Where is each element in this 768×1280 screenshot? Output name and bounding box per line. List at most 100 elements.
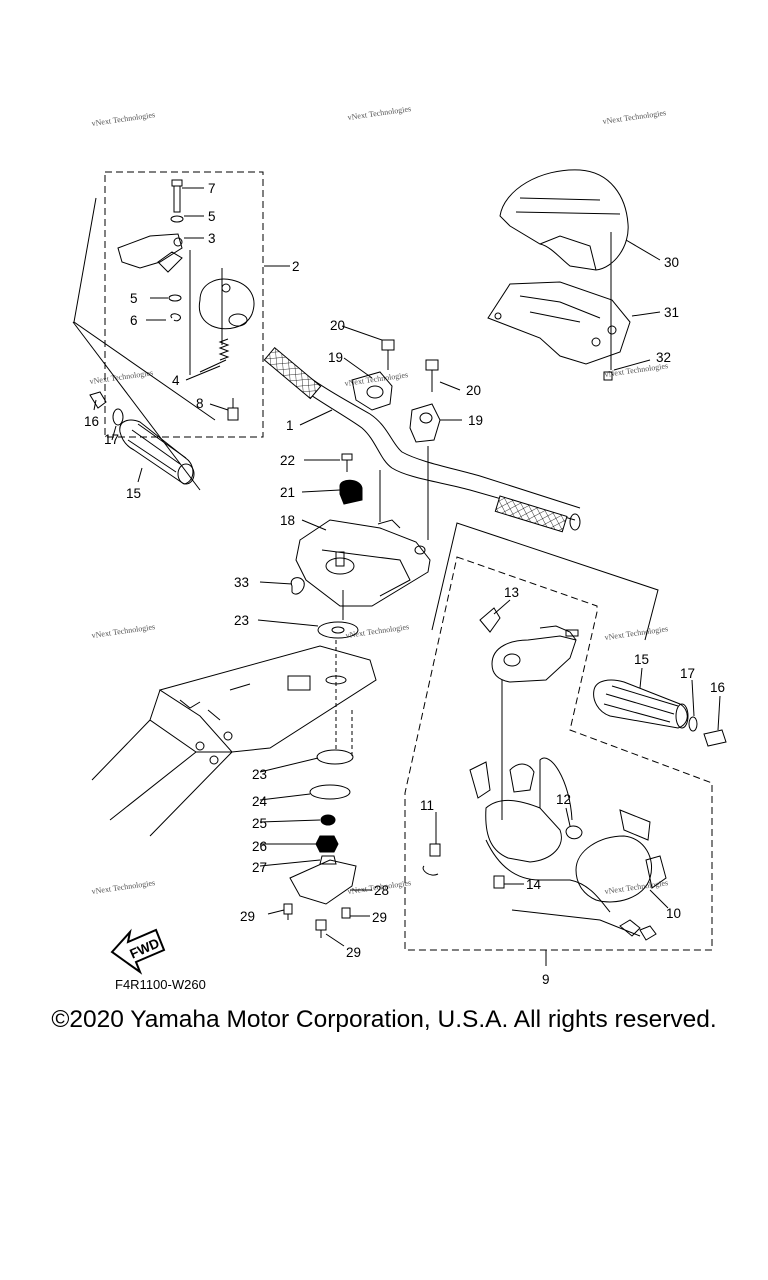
washer-25 — [320, 814, 336, 826]
throttle-lever — [117, 233, 183, 273]
end-cap-16-right — [703, 729, 727, 747]
watermark: vNext Technologies — [347, 104, 412, 122]
callout-19: 19 — [468, 413, 483, 428]
screw-29-left — [283, 903, 293, 920]
callout-12: 12 — [556, 792, 571, 807]
watermark: vNext Technologies — [604, 624, 669, 642]
spring-4-lines — [189, 250, 227, 375]
nut-27 — [319, 855, 337, 865]
callout-3: 3 — [208, 231, 216, 246]
callout-25: 25 — [252, 816, 267, 831]
watermark: vNext Technologies — [602, 108, 667, 126]
spring-4 — [218, 338, 230, 361]
holder-19-right — [409, 403, 441, 443]
panel-31 — [487, 281, 631, 365]
callout-32: 32 — [656, 350, 671, 365]
callout-30: 30 — [664, 255, 679, 270]
washer-23-upper — [317, 621, 359, 639]
screw-11 — [422, 843, 441, 876]
callout-20: 20 — [330, 318, 345, 333]
bolt-20-right — [425, 359, 439, 392]
watermark: vNext Technologies — [91, 110, 156, 128]
washer-5-upper — [170, 215, 184, 223]
callout-23: 23 — [234, 613, 249, 628]
callout-23: 23 — [252, 767, 267, 782]
nut-26 — [315, 835, 339, 853]
callout-13: 13 — [504, 585, 519, 600]
tie-33 — [290, 577, 305, 595]
leader-lines — [93, 187, 721, 966]
watermark: vNext Technologies — [604, 878, 669, 896]
screw-8 — [227, 398, 239, 421]
washer-23-lower — [316, 749, 354, 765]
bolt-7 — [171, 179, 183, 213]
callout-11: 11 — [420, 798, 434, 813]
switch-13 — [479, 607, 501, 633]
callout-16: 16 — [84, 414, 99, 429]
screw-32 — [603, 371, 613, 381]
callout-22: 22 — [280, 453, 295, 468]
column-bracket-18 — [295, 446, 431, 607]
callout-33: 33 — [234, 575, 249, 590]
callout-27: 27 — [252, 860, 267, 875]
washer-17-left — [112, 408, 124, 426]
callout-29: 29 — [372, 910, 387, 925]
callout-16: 16 — [710, 680, 725, 695]
watermark-layer: vNext Technologies vNext Technologies vN… — [89, 104, 669, 896]
callout-15: 15 — [126, 486, 141, 501]
callout-17: 17 — [104, 432, 119, 447]
callout-21: 21 — [280, 485, 295, 500]
callout-5: 5 — [208, 209, 216, 224]
relay-10 — [575, 809, 667, 903]
callout-5: 5 — [130, 291, 138, 306]
cover-30 — [499, 169, 629, 271]
callout-9: 9 — [542, 972, 550, 987]
callout-19: 19 — [328, 350, 343, 365]
holder-19-left — [351, 371, 393, 411]
screw-14 — [493, 875, 505, 889]
callout-26: 26 — [252, 839, 267, 854]
assembly-2-box — [104, 171, 264, 438]
callout-29: 29 — [240, 909, 255, 924]
bolt-22 — [341, 453, 353, 472]
throttle-housing — [198, 278, 255, 330]
hull-section — [91, 640, 377, 837]
clip-6 — [170, 313, 181, 322]
callout-8: 8 — [196, 396, 204, 411]
callout-labels: 7 5 3 2 5 6 4 8 1 16 17 15 20 19 20 19 2… — [84, 181, 725, 987]
parts-diagram: vNext Technologies vNext Technologies vN… — [72, 104, 727, 987]
callout-15: 15 — [634, 652, 649, 667]
watermark: vNext Technologies — [91, 878, 156, 896]
callout-28: 28 — [374, 883, 389, 898]
bolt-20-left — [381, 339, 395, 370]
callout-29: 29 — [346, 945, 361, 960]
callout-1: 1 — [286, 418, 294, 433]
fwd-arrow: FWD — [110, 928, 166, 975]
grip-right — [593, 679, 689, 729]
grommet-12 — [565, 825, 583, 840]
diagram-reference-code: F4R1100-W260 — [115, 977, 206, 992]
switch-housing-right — [491, 625, 579, 683]
callout-4: 4 — [172, 373, 180, 388]
washer-5-lower — [168, 294, 182, 302]
handlebar — [263, 346, 581, 533]
callout-17: 17 — [680, 666, 695, 681]
end-cap-16-left — [89, 391, 107, 409]
callout-31: 31 — [664, 305, 679, 320]
lever-bracket — [73, 197, 216, 421]
washer-17-right — [688, 716, 698, 732]
copyright-notice: ©2020 Yamaha Motor Corporation, U.S.A. A… — [51, 1006, 717, 1033]
assembly-9-box — [404, 556, 713, 951]
callout-2: 2 — [292, 259, 300, 274]
callout-10: 10 — [666, 906, 681, 921]
callout-7: 7 — [208, 181, 216, 196]
screw-29-right — [341, 907, 351, 919]
watermark: vNext Technologies — [345, 622, 410, 640]
screw-29-bottom — [315, 919, 327, 938]
callout-24: 24 — [252, 794, 268, 809]
harness-9 — [469, 757, 657, 941]
watermark: vNext Technologies — [91, 622, 156, 640]
callout-14: 14 — [526, 877, 542, 892]
assembly-9-bracket — [431, 522, 659, 641]
callout-20: 20 — [466, 383, 481, 398]
